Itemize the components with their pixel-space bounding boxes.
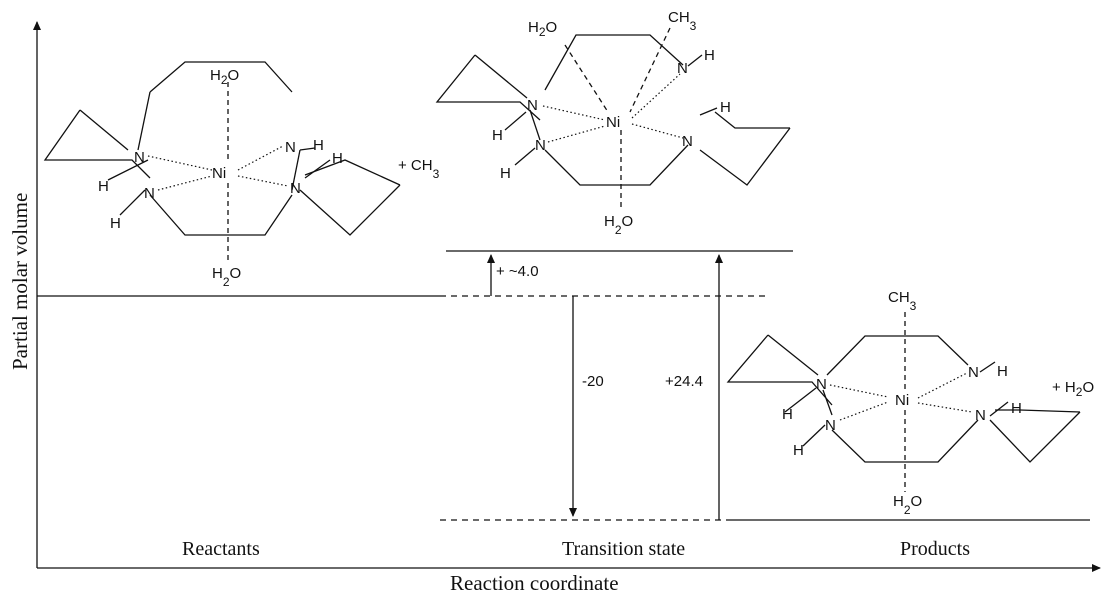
reaction-volume-value: -20 (582, 373, 604, 390)
n-atom: N (816, 376, 827, 393)
bottom-water-ligand: H2O (212, 265, 241, 289)
x-axis-label: Reaction coordinate (450, 571, 619, 593)
h-atom: H (332, 150, 343, 167)
h-atom: H (793, 442, 804, 459)
n-atom: N (825, 417, 836, 434)
n-atom: N (975, 407, 986, 424)
n-atom: N (682, 133, 693, 150)
n-atom: N (144, 185, 155, 202)
bottom-water-ligand: H2O (604, 213, 633, 237)
free-methyl: + CH3 (398, 157, 440, 181)
h-atom: H (704, 47, 715, 64)
metal-atom: Ni (212, 165, 226, 182)
h-atom: H (500, 165, 511, 182)
activation-forward-value: + ~4.0 (496, 263, 539, 280)
transition-complex: Ni N N N N H H H H H2O CH3 H2O (435, 9, 791, 237)
water-ligand: H2O (528, 19, 557, 39)
bottom-water-ligand: H2O (893, 493, 922, 517)
h-atom: H (492, 127, 503, 144)
n-atom: N (677, 60, 688, 77)
h-atom: H (720, 99, 731, 116)
activation-reverse-value: +24.4 (665, 373, 703, 390)
y-axis-label: Partial molar volume (8, 193, 32, 370)
h-atom: H (782, 406, 793, 423)
metal-atom: Ni (606, 114, 620, 131)
h-atom: H (98, 178, 109, 195)
n-atom: N (968, 364, 979, 381)
methyl-ligand: CH3 (888, 289, 917, 313)
reactant-complex: Ni N N N N H H H H H2O H2O + CH3 (43, 61, 440, 289)
reactants-label: Reactants (182, 538, 260, 560)
n-atom: N (535, 137, 546, 154)
n-atom: N (285, 139, 296, 156)
h-atom: H (313, 137, 324, 154)
transition-state-label: Transition state (562, 538, 685, 560)
product-complex: Ni N N N N H H H H CH3 H2O + H2O (726, 289, 1094, 517)
n-atom: N (527, 97, 538, 114)
h-atom: H (997, 363, 1008, 380)
n-atom: N (134, 149, 145, 166)
methyl-ligand: CH3 (668, 9, 697, 33)
h-atom: H (110, 215, 121, 232)
metal-atom: Ni (895, 392, 909, 409)
n-atom: N (290, 180, 301, 197)
h-atom: H (1011, 400, 1022, 417)
free-water: + H2O (1052, 379, 1094, 399)
top-water-ligand: H2O (210, 67, 239, 87)
products-label: Products (900, 538, 970, 560)
